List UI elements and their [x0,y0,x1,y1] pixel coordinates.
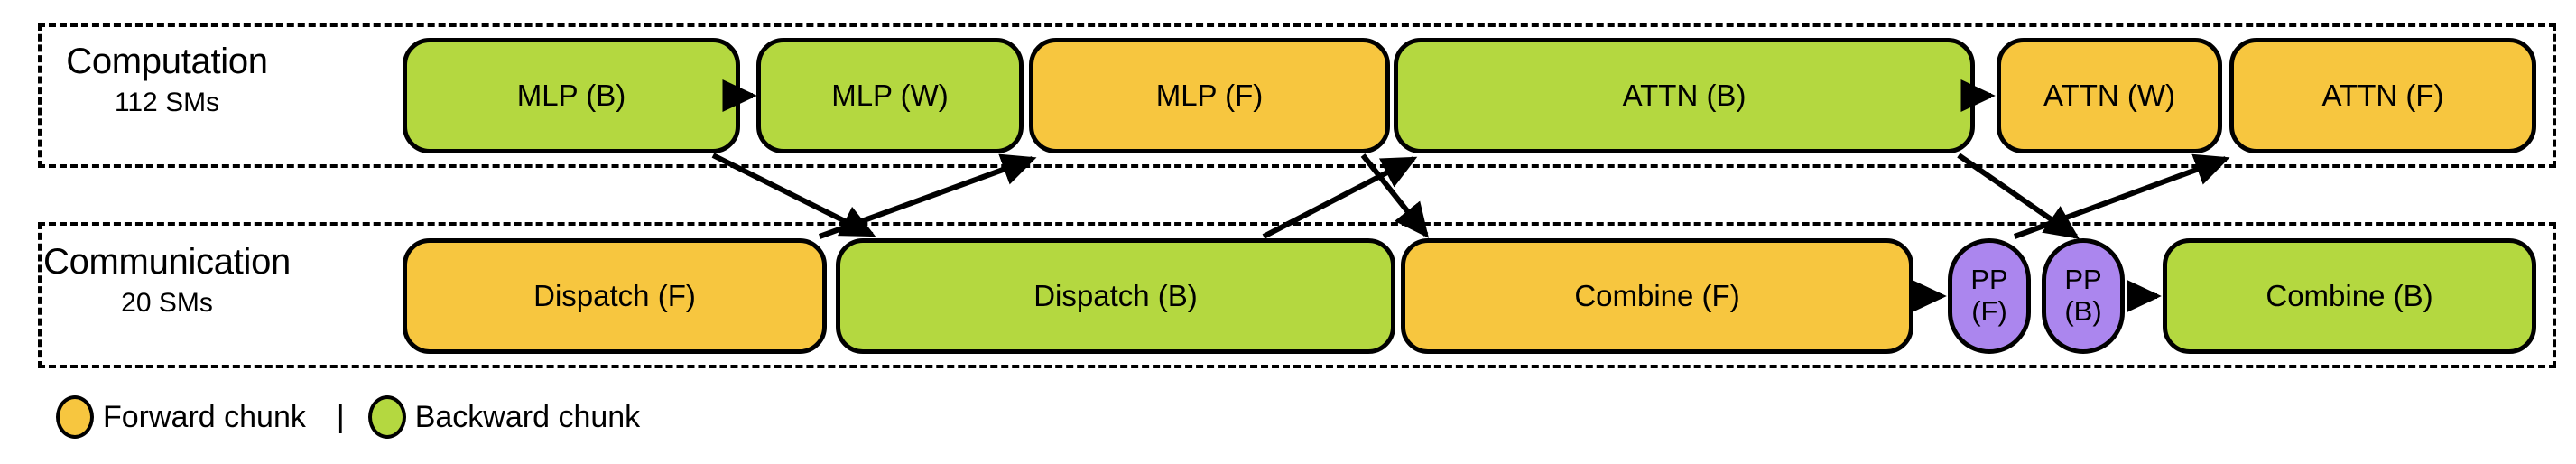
legend-forward-label: Forward chunk [103,399,306,434]
backward-chunk-swatch-icon [367,395,406,439]
block-dispatch-f[interactable]: Dispatch (F) [403,238,827,354]
legend-separator: | [336,399,345,434]
block-mlp-w[interactable]: MLP (W) [756,38,1024,153]
forward-chunk-swatch-icon [56,395,94,439]
legend-backward-label: Backward chunk [414,399,641,434]
legend-item-backward: Backward chunk [367,395,641,439]
block-mlp-b[interactable]: MLP (B) [403,38,740,153]
block-pp-b[interactable]: PP(B) [2042,238,2125,354]
block-mlp-f[interactable]: MLP (F) [1029,38,1390,153]
block-pp-f[interactable]: PP(F) [1948,238,2031,354]
block-attn-w[interactable]: ATTN (W) [1997,38,2222,153]
block-attn-f[interactable]: ATTN (F) [2229,38,2536,153]
block-combine-b[interactable]: Combine (B) [2163,238,2536,354]
block-combine-f[interactable]: Combine (F) [1401,238,1913,354]
block-attn-b[interactable]: ATTN (B) [1394,38,1975,153]
block-dispatch-b[interactable]: Dispatch (B) [836,238,1395,354]
legend: Forward chunk | Backward chunk [56,390,640,444]
legend-item-forward: Forward chunk [56,395,306,439]
